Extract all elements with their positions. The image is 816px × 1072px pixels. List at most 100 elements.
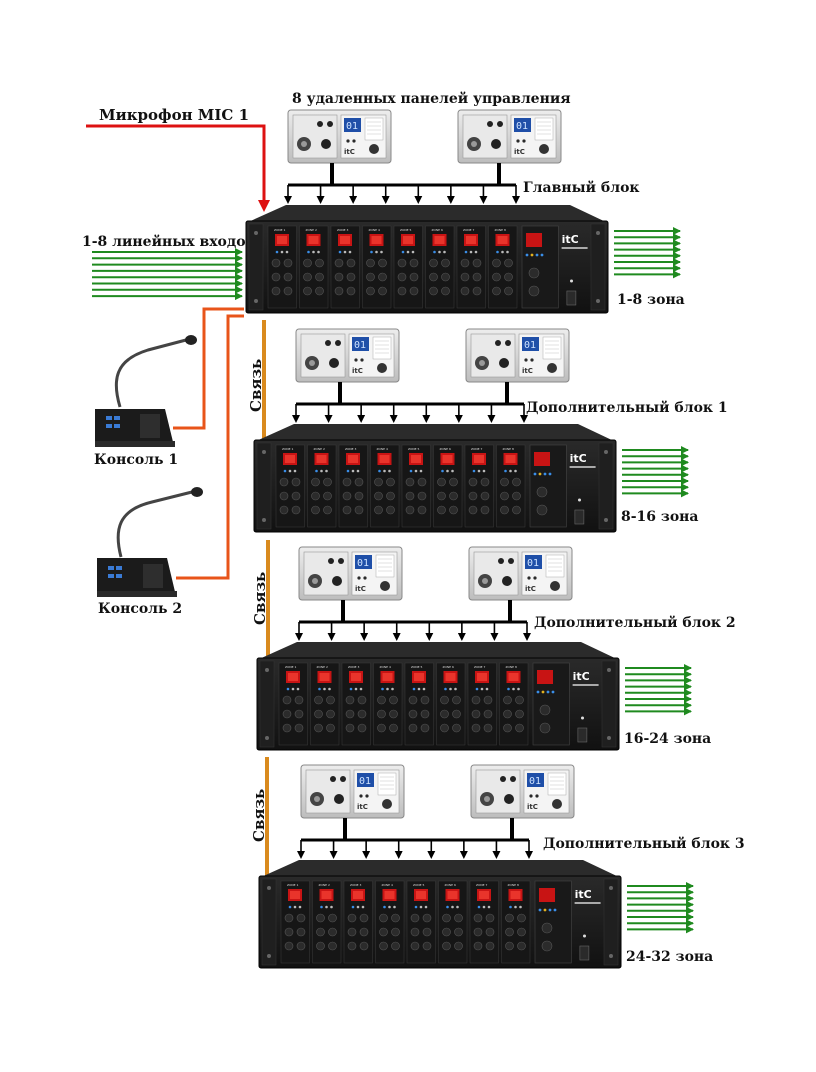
remote-panels-label: 8 удаленных панелей управления: [292, 90, 571, 107]
knob-icon: [357, 723, 367, 733]
knob-icon: [472, 286, 482, 296]
knob-icon: [505, 927, 514, 937]
knob-icon: [279, 505, 289, 515]
zone-channel-strip: ZONE 2: [307, 444, 337, 528]
mic-head-icon: [191, 487, 203, 497]
mic-head-icon: [185, 335, 197, 345]
lcd-readout: 01: [524, 340, 536, 351]
knob-icon: [334, 272, 344, 282]
brand-logo: itC: [525, 585, 536, 593]
knob-icon: [452, 723, 461, 733]
mic-input-line: [86, 124, 270, 212]
knob-icon: [460, 258, 470, 268]
knob-icon: [441, 258, 450, 268]
unit-main-zones: 1-8 зона: [617, 292, 685, 308]
power-led: [581, 716, 584, 720]
volume-knob-icon: [547, 363, 557, 373]
knob-icon: [485, 941, 495, 951]
volume-knob-icon: [550, 581, 560, 591]
knob-icon: [291, 491, 301, 501]
link-lines: [262, 320, 270, 878]
zone-label: ZONE 8: [506, 665, 518, 669]
knob-icon: [284, 913, 294, 923]
zone-channel-strip: ZONE 5: [393, 225, 423, 309]
unit-extension-1-zones: 8-16 зона: [621, 509, 699, 525]
zone-channel-strip: ZONE 5: [404, 662, 434, 746]
knob-icon: [405, 477, 415, 487]
knob-icon: [296, 927, 306, 937]
unit-extension-3-title: Дополнительный блок 3: [543, 835, 745, 852]
brand-logo: itC: [575, 888, 592, 901]
knob-icon: [378, 258, 387, 268]
knob-icon: [517, 941, 526, 951]
zone-channel-strip: ZONE 8: [501, 880, 531, 964]
knob-icon: [473, 913, 483, 923]
knob-icon: [449, 491, 458, 501]
knob-icon: [345, 695, 355, 705]
lcd-readout: 01: [346, 121, 358, 132]
knob-icon: [386, 491, 395, 501]
volume-knob-icon: [369, 144, 379, 154]
brand-logo: itC: [570, 452, 587, 465]
knob-icon: [422, 913, 432, 923]
brand-logo: itC: [352, 367, 363, 375]
knob-icon: [284, 927, 294, 937]
knob-icon: [374, 491, 383, 501]
knob-icon: [473, 927, 483, 937]
master-knob-icon: [541, 940, 553, 952]
zone-label: ZONE 5: [408, 447, 420, 451]
knob-icon: [515, 695, 524, 705]
knob-icon: [391, 927, 400, 937]
lcd-display: [514, 118, 531, 132]
knob-icon: [505, 941, 514, 951]
knob-icon: [345, 723, 355, 733]
knob-icon: [429, 272, 438, 282]
knob-icon: [321, 139, 331, 149]
knob-icon: [303, 258, 312, 268]
knob-icon: [504, 794, 514, 804]
knob-icon: [282, 695, 292, 705]
power-led: [570, 279, 573, 283]
zone-label: ZONE 2: [306, 228, 318, 232]
knob-icon: [410, 927, 420, 937]
knob-icon: [485, 927, 495, 937]
knob-icon: [468, 477, 478, 487]
knob-icon: [271, 258, 281, 268]
unit-extension-3-zones: 24-32 зона: [626, 949, 713, 965]
line-input-arrows: [92, 248, 243, 301]
knob-icon: [420, 695, 430, 705]
zone-channel-strip: ZONE 7: [467, 662, 497, 746]
knob-icon: [460, 272, 470, 282]
knob-icon: [283, 272, 293, 282]
knob-icon: [441, 272, 450, 282]
knob-icon: [316, 927, 325, 937]
knob-icon: [480, 491, 490, 501]
zone-channel-strip: ZONE 3: [343, 880, 373, 964]
knob-icon: [492, 286, 501, 296]
power-switch: [574, 509, 585, 525]
zone-label: ZONE 3: [348, 665, 360, 669]
knob-icon: [454, 927, 463, 937]
knob-icon: [378, 286, 387, 296]
knob-icon: [283, 286, 293, 296]
knob-icon: [391, 913, 400, 923]
zone-channel-strip: ZONE 6: [438, 880, 468, 964]
knob-icon: [294, 723, 304, 733]
zone-label: ZONE 5: [400, 228, 412, 232]
zone-label: ZONE 3: [337, 228, 349, 232]
knob-icon: [386, 477, 395, 487]
power-switch: [566, 290, 577, 306]
lcd-display: [357, 773, 374, 787]
lcd-display: [352, 337, 369, 351]
zone-label: ZONE 6: [443, 665, 455, 669]
zone-channel-strip: ZONE 5: [401, 444, 431, 528]
zone-channel-strip: ZONE 4: [362, 225, 392, 309]
zone-channel-strip: ZONE 6: [433, 444, 463, 528]
